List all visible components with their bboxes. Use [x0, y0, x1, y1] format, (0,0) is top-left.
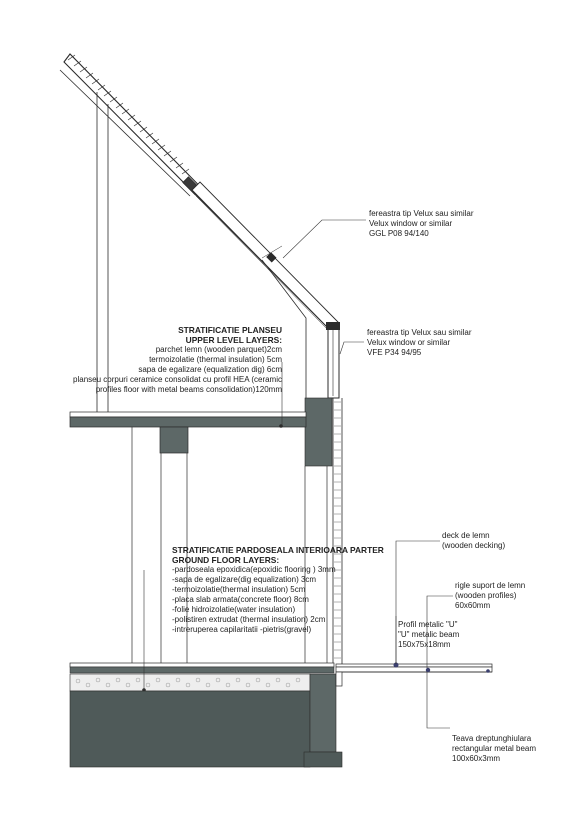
- rigle-label: rigle suport de lemn (wooden profiles) 6…: [455, 581, 525, 611]
- interior-columns: [131, 426, 189, 666]
- velux-vfe-label: fereastra tip Velux sau similar Velux wi…: [367, 328, 472, 358]
- velux-ggl-line3: GGL P08 94/140: [369, 229, 429, 238]
- velux-ggl-line1: fereastra tip Velux sau similar: [369, 209, 474, 218]
- ground-floor-title-ro: STRATIFICATIE PARDOSEALA INTERIOARA PART…: [172, 545, 384, 555]
- wall-upper-block: [304, 397, 333, 467]
- exterior-wall: [304, 397, 343, 668]
- velux-vfe-line2: Velux window or similar: [367, 338, 451, 347]
- upper-floor-title-en: UPPER LEVEL LAYERS:: [185, 335, 282, 345]
- leader-velux-vfe: [339, 341, 364, 355]
- velux-ggl-label: fereastra tip Velux sau similar Velux wi…: [369, 209, 474, 239]
- leader-teava: [426, 672, 450, 729]
- roof-inner-edge: [59, 69, 191, 197]
- teava-label: Teava dreptunghiulara rectangular metal …: [452, 734, 536, 764]
- rigle-line2: (wooden profiles): [455, 591, 517, 600]
- wall-cladding-hatch: [334, 401, 341, 659]
- upper-floor-layer-4: planseu corpuri ceramice consolidat cu p…: [73, 375, 282, 384]
- ground-floor-assembly: [69, 662, 343, 768]
- ground-floor-layer-7: -intreruperea capilaritatii -pietris(gra…: [172, 625, 312, 634]
- roof-assembly: [59, 53, 339, 333]
- foundation-column: [309, 673, 337, 753]
- upper-floor-layer-3: sapa de egalizare (equalization dig) 6cm: [138, 365, 282, 374]
- leader-velux-ggl: [282, 219, 366, 259]
- annotation-leaders: [143, 219, 453, 729]
- roof-tiles-hatch: [67, 54, 190, 175]
- u-profile-line1: Profil metalic "U": [398, 620, 458, 629]
- upper-floor-layer-5: profiles floor with metal beams consolid…: [95, 385, 282, 394]
- velux-vfe-line1: fereastra tip Velux sau similar: [367, 328, 472, 337]
- upper-floor-layer-1: parchet lemn (wooden parquet)2cm: [155, 345, 282, 354]
- ground-floor-label: STRATIFICATIE PARDOSEALA INTERIOARA PART…: [172, 545, 384, 635]
- deck-assembly: [335, 662, 493, 687]
- u-profile-label: Profil metalic "U" "U" metalic beam 150x…: [398, 620, 459, 650]
- rigle-line3: 60x60mm: [455, 601, 491, 610]
- teava-line2: rectangular metal beam: [452, 744, 537, 753]
- deck-label: deck de lemn (wooden decking): [442, 531, 505, 551]
- ground-floor-layer-6: -polistiren extrudat (thermal insulation…: [172, 615, 326, 624]
- ground-floor-layer-4: -placa slab armata(concrete floor) 8cm: [172, 595, 309, 604]
- leader-rigle: [426, 595, 453, 668]
- ground-floor-layer-2: -sapa de egalizare(dig equalization) 3cm: [172, 575, 317, 584]
- upper-floor-layer-2: termoizolatie (thermal insulation) 5cm: [149, 355, 282, 364]
- ground-floor-layer-3: -termoizolatie(thermal insulation) 5cm: [172, 585, 306, 594]
- deck-line2: (wooden decking): [442, 541, 506, 550]
- upper-floor-slab: [69, 411, 307, 428]
- velux-ggl-line2: Velux window or similar: [369, 219, 453, 228]
- teava-line1: Teava dreptunghiulara: [452, 734, 532, 743]
- upper-floor-label: STRATIFICATIE PLANSEU UPPER LEVEL LAYERS…: [73, 325, 282, 395]
- attic-walls: [96, 92, 307, 414]
- u-profile-line2: "U" metalic beam: [398, 630, 460, 639]
- u-profile-line3: 150x75x18mm: [398, 640, 451, 649]
- rigle-line1: rigle suport de lemn: [455, 581, 526, 590]
- ground-floor-layer-1: -pardoseala epoxidica(epoxidic flooring …: [172, 565, 336, 574]
- ground-mass: [69, 690, 311, 768]
- ground-floor-title-en: GROUND FLOOR LAYERS:: [172, 555, 280, 565]
- teava-line3: 100x60x3mm: [452, 754, 501, 763]
- velux-vfe-window: [326, 322, 340, 399]
- velux-vfe-line3: VFE P34 94/95: [367, 348, 422, 357]
- upper-floor-title-ro: STRATIFICATIE PLANSEU: [178, 325, 282, 335]
- gravel-layer: [69, 673, 311, 692]
- deck-line1: deck de lemn: [442, 531, 490, 540]
- ground-floor-layer-5: -folie hidroizolatie(water insulation): [172, 605, 296, 614]
